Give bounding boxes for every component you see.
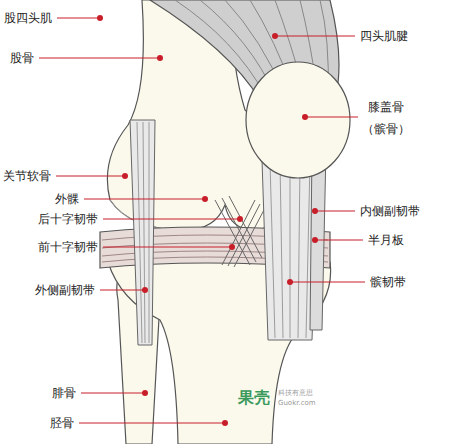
part-label: 内侧副韧带 <box>360 204 420 218</box>
part-label: 外侧副韧带 <box>35 283 95 297</box>
part-label: 股四头肌 <box>4 11 52 25</box>
part-label: （髌骨） <box>362 122 410 136</box>
part-label: 后十字韧带 <box>38 212 98 226</box>
part-label: 半月板 <box>368 233 404 247</box>
part-label: 四头肌腱 <box>360 29 408 43</box>
watermark: Guokr.com <box>278 396 316 410</box>
part-label: 髌韧带 <box>370 275 406 289</box>
part-label: 外髁 <box>55 192 79 206</box>
part-label: 关节软骨 <box>3 169 51 183</box>
watermark: 果壳 <box>238 391 270 405</box>
part-label: 前十字韧带 <box>38 240 98 254</box>
part-label: 胫骨 <box>50 416 74 430</box>
part-label: 膝盖骨 <box>368 100 404 114</box>
watermark: 科技有意思 <box>278 386 313 400</box>
part-label: 腓骨 <box>52 386 76 400</box>
part-label: 股骨 <box>10 51 34 65</box>
